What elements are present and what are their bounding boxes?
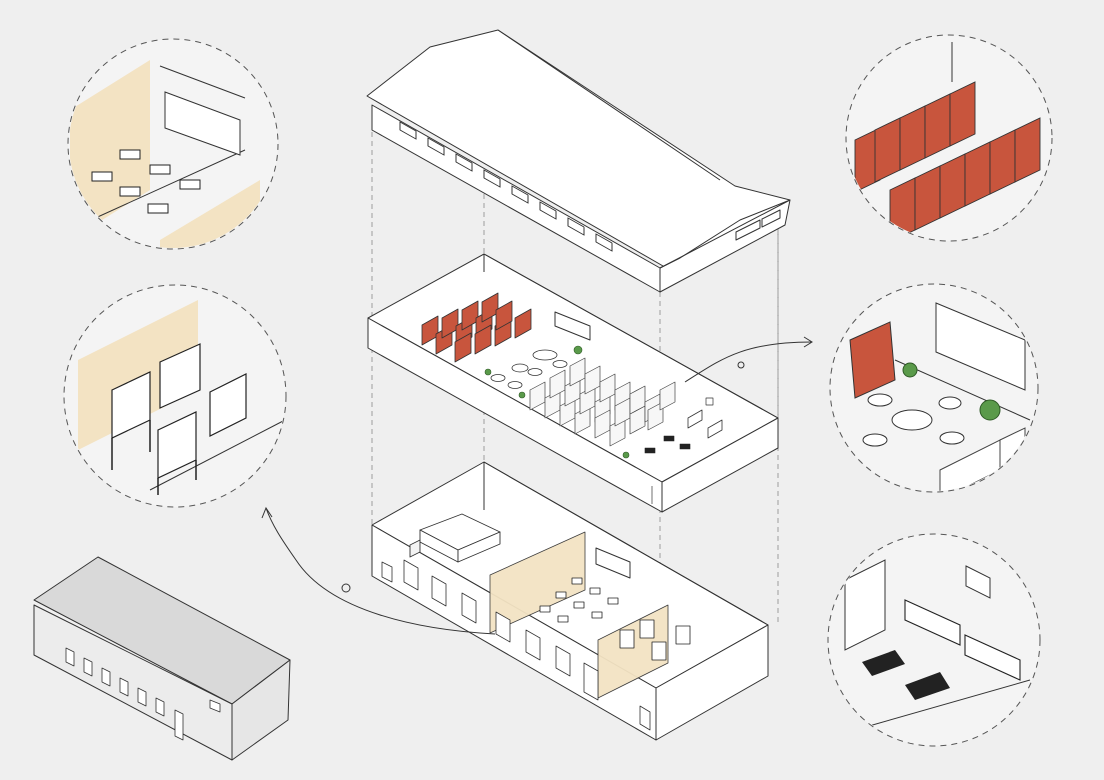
ground-floor-layer (371, 461, 769, 741)
upper-red-bookshelves (421, 292, 532, 363)
ground-stage (409, 513, 501, 563)
existing-building (33, 556, 291, 761)
gallery-detail-circle (63, 284, 287, 508)
upper-plants (484, 345, 630, 459)
chess-lounge-detail-circle (827, 533, 1041, 747)
upper-sofas (687, 409, 723, 439)
ground-classroom-desks (539, 577, 619, 623)
gable-windows (735, 209, 781, 241)
ground-front-windows (403, 559, 599, 701)
roof-windows (399, 121, 613, 252)
upper-grey-stacks (529, 357, 676, 447)
upper-chess-tables (644, 435, 691, 454)
upper-reading-nook (490, 349, 568, 389)
bookshelves-detail-circle (845, 34, 1053, 242)
reading-nook-detail-circle (829, 283, 1039, 493)
connector-arrows (261, 336, 813, 635)
roof-layer (366, 29, 791, 293)
ground-gallery-panels (619, 619, 691, 661)
classroom-detail-circle (67, 38, 279, 250)
upper-floor-layer (367, 253, 779, 513)
